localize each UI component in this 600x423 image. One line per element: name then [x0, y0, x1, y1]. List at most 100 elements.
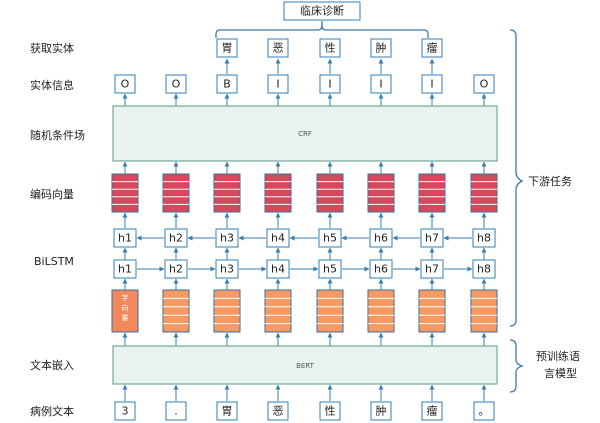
hidden-top-1-text: h1 [118, 232, 132, 245]
encoding-vector-3 [213, 173, 241, 213]
encoding-vector-2 [162, 173, 190, 213]
input-token-5-box [319, 401, 341, 421]
hidden-bottom-7-text: h7 [425, 263, 439, 276]
tag-5-box [319, 74, 341, 94]
encoding-vector-1 [111, 173, 139, 213]
hidden-top-5-text: h5 [323, 232, 337, 245]
embedding-vector-8 [470, 289, 498, 333]
hidden-bottom-2-text: h2 [169, 263, 183, 276]
tag-1-text: O [121, 78, 130, 91]
embedding-vector-3-body [213, 289, 241, 333]
hidden-top-7-text: h7 [425, 232, 439, 245]
hidden-bottom-4-text: h4 [271, 263, 285, 276]
input-token-3-text: 胃 [222, 405, 233, 418]
entity-5-text: 瘤 [427, 41, 438, 55]
input-token-4-text: 恶 [273, 405, 284, 418]
embedding-vector-7-body [418, 289, 446, 333]
input-token-2-box [165, 401, 187, 421]
tag-7-box [421, 74, 443, 94]
tag-4-box [267, 74, 289, 94]
encoding-vector-8-body [470, 173, 498, 213]
embedding-vector-7 [418, 289, 446, 333]
input-token-3-box [216, 401, 238, 421]
encoding-vector-8 [470, 173, 498, 213]
pretrained-model-brace [509, 339, 525, 393]
word-vector-char: 字 [122, 293, 129, 302]
entity-4-text: 肿 [376, 41, 387, 55]
hidden-top-3-text: h3 [220, 232, 234, 245]
hidden-bottom-6-text: h6 [374, 263, 388, 276]
input-token-6-text: 肿 [376, 404, 387, 418]
encoding-vector-4-body [264, 173, 292, 213]
tag-5-text: I [328, 78, 331, 91]
row-label-entity-info: 实体信息 [30, 78, 74, 92]
row-label-encoding-vector: 编码向量 [30, 187, 74, 201]
encoding-vector-3-body [213, 173, 241, 213]
encoding-vector-5 [316, 173, 344, 213]
embedding-vector-6 [367, 289, 395, 333]
crf-panel-label: CRF [298, 130, 312, 138]
extracted-entities-row: 胃恶性肿瘤 [216, 38, 443, 58]
tag-7-text: I [430, 78, 433, 91]
row-label-case-text: 病例文本 [30, 404, 74, 418]
entity-3-text: 性 [325, 41, 336, 55]
hidden-top-4-text: h4 [271, 232, 285, 245]
input-token-4-box [267, 401, 289, 421]
downstream-task-brace [509, 29, 524, 327]
input-token-1-box [114, 401, 136, 421]
embedding-vector-2-body [162, 289, 190, 333]
encoding-vector-4 [264, 173, 292, 213]
input-token-8-text: 。 [479, 405, 490, 418]
hidden-bottom-8-text: h8 [477, 263, 491, 276]
embedding-vector-5-body [316, 289, 344, 333]
embedding-vector-5 [316, 289, 344, 333]
encoding-vector-6 [367, 173, 395, 213]
input-token-2-text: . [174, 405, 178, 418]
hidden-top-8-text: h8 [477, 232, 491, 245]
hidden-bottom-1-text: h1 [118, 263, 132, 276]
tag-3-box [216, 74, 238, 94]
input-token-8-box [473, 401, 495, 421]
word-vector-body [111, 289, 139, 333]
tag-8-box [473, 74, 495, 94]
hidden-bottom-3-text: h3 [220, 263, 234, 276]
embedding-vector-2 [162, 289, 190, 333]
tag-3-text: B [223, 78, 231, 91]
entity-4-box [370, 38, 392, 58]
bert-panel [112, 345, 498, 385]
entity-1-text: 胃 [222, 42, 233, 55]
tag-4-text: I [276, 78, 279, 91]
input-token-row: 3.胃恶性肿瘤。 [114, 384, 495, 421]
row-label-bilstm: BiLSTM [34, 255, 74, 268]
tag-6-box [370, 74, 392, 94]
hidden-top-3-box [215, 228, 239, 248]
row-label-text-embed: 文本嵌入 [30, 358, 74, 372]
entity-2-text: 恶 [273, 42, 284, 55]
entity-3-box [319, 38, 341, 58]
downstream-task-label: 下游任务 [528, 175, 572, 188]
encoding-vector-1-body [111, 173, 139, 213]
bert-panel-label: BERT [296, 362, 315, 370]
embedding-vector-6-body [367, 289, 395, 333]
tag-2-box [165, 74, 187, 94]
hidden-top-5-box [318, 228, 342, 248]
pretrained-model-label-line2: 言模型 [544, 366, 577, 380]
hidden-top-6-text: h6 [374, 232, 388, 245]
tag-8-text: O [480, 78, 489, 91]
entity-2-box [267, 38, 289, 58]
hidden-top-2-box [164, 228, 188, 248]
input-token-1-text: 3 [122, 405, 129, 418]
encoding-vector-7 [418, 173, 446, 213]
hidden-top-6-box [369, 228, 393, 248]
entity-1-box [216, 38, 238, 58]
embedding-vector-row: 字向量字向量 [111, 289, 498, 346]
word-vector-char: 向 [122, 303, 129, 312]
clinical-diagnosis-box [283, 1, 361, 21]
hidden-top-4-box [266, 228, 290, 248]
tag-6-text: I [379, 78, 382, 91]
embedding-vector-4-body [264, 289, 292, 333]
tag-2-text: O [172, 78, 181, 91]
hidden-top-1-box [113, 228, 137, 248]
pretrained-model-label-line1: 预训练语 [536, 349, 580, 363]
